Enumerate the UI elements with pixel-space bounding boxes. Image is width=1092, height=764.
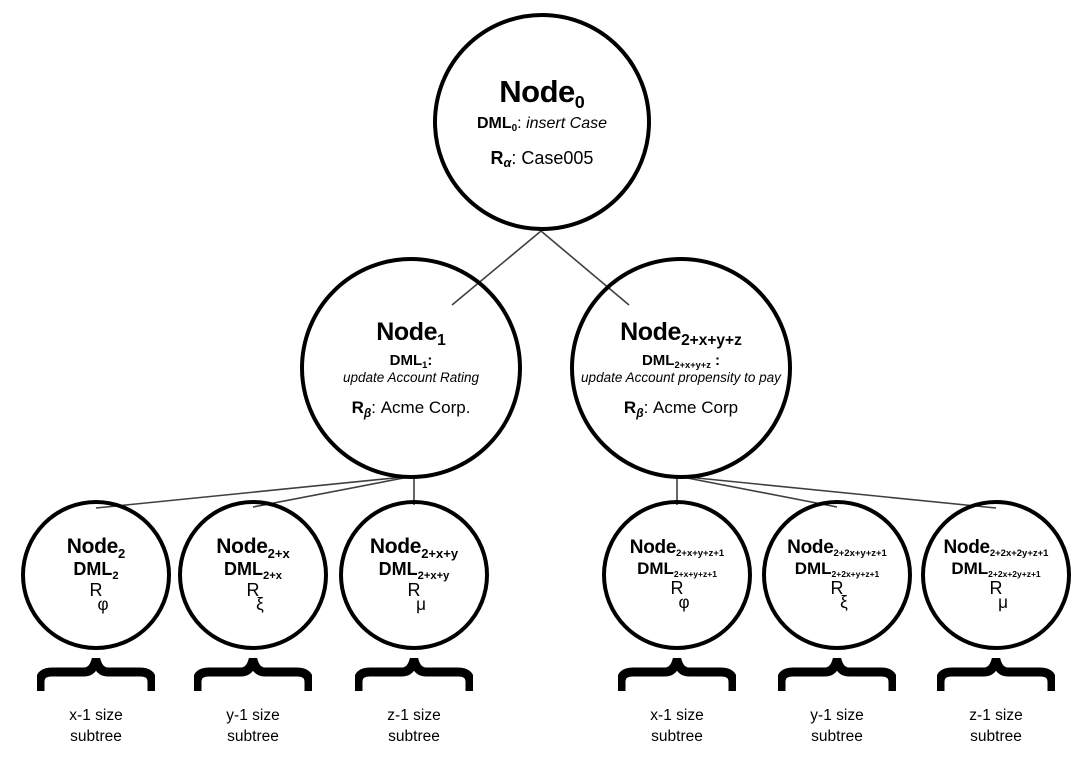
node-leaf-3-dml: DML2+x+y (378, 559, 450, 582)
subtree-caption-4-line2: subtree (651, 728, 703, 746)
node-mid-left[interactable]: Node1 DML1: update Account Rating Rβ: Ac… (300, 257, 522, 479)
node-mid-left-dml: DML1: (389, 352, 433, 371)
subtree-brace-4 (618, 658, 736, 691)
node-mid-right-record: Rβ: Acme Corp (623, 398, 739, 420)
edge-node1-to-leaf2 (252, 475, 415, 508)
subtree-caption-6: z-1 size subtree (921, 705, 1071, 748)
subtree-brace-5 (778, 658, 896, 691)
node-leaf-5-title: Node2+2x+y+z+1 (787, 536, 887, 559)
node-root-record: Rα: Case005 (490, 147, 594, 171)
subtree-caption-1-line1: x-1 size (69, 707, 123, 724)
node-leaf-1-title: Node2 (66, 535, 126, 561)
node-mid-left-title: Node1 (376, 317, 446, 350)
subtree-caption-1: x-1 size subtree (21, 705, 171, 748)
subtree-caption-4: x-1 size subtree (602, 705, 752, 748)
node-root[interactable]: Node0 DML0: insert Case Rα: Case005 (433, 13, 651, 231)
node-leaf-3-title: Node2+x+y (369, 535, 459, 561)
edge-node2-to-leaf5 (676, 475, 838, 508)
subtree-caption-1-line2: subtree (70, 728, 122, 746)
node-mid-right-dml-value: update Account propensity to pay (581, 369, 781, 385)
subtree-brace-1 (37, 658, 155, 691)
subtree-caption-3: z-1 size subtree (339, 705, 489, 748)
subtree-brace-2 (194, 658, 312, 691)
node-leaf-2-dml: DML2+x (224, 559, 282, 582)
node-mid-left-record: Rβ: Acme Corp. (351, 398, 471, 420)
node-root-title: Node0 (499, 74, 585, 113)
subtree-caption-6-line1: z-1 size (969, 707, 1023, 724)
subtree-brace-3 (355, 658, 473, 691)
subtree-caption-3-line2: subtree (388, 728, 440, 746)
subtree-caption-3-line1: z-1 size (387, 707, 441, 724)
node-mid-left-dml-value: update Account Rating (342, 369, 480, 385)
subtree-caption-5: y-1 size subtree (762, 705, 912, 748)
subtree-caption-2: y-1 size subtree (178, 705, 328, 748)
node-leaf-5-dml: DML2+2x+y+z+1 (794, 558, 880, 579)
subtree-caption-5-line2: subtree (811, 728, 863, 746)
node-mid-right-dml: DML2+x+y+z : (641, 352, 721, 371)
node-leaf-4-title: Node2+x+y+z+1 (629, 536, 725, 559)
node-leaf-6-title: Node2+2x+2y+z+1 (943, 536, 1049, 559)
subtree-caption-6-line2: subtree (970, 728, 1022, 746)
subtree-brace-6 (937, 658, 1055, 691)
node-leaf-2-title: Node2+x (216, 535, 290, 561)
node-mid-right-title: Node2+x+y+z (620, 317, 742, 350)
node-mid-right[interactable]: Node2+x+y+z DML2+x+y+z : update Account … (570, 257, 792, 479)
subtree-caption-5-line1: y-1 size (810, 707, 864, 724)
node-leaf-6-dml: DML2+2x+2y+z+1 (951, 558, 1041, 579)
node-leaf-4-dml: DML2+x+y+z+1 (637, 558, 717, 579)
node-leaf-1-dml: DML2 (73, 559, 119, 582)
subtree-caption-2-line1: y-1 size (226, 707, 280, 724)
subtree-caption-2-line2: subtree (227, 728, 279, 746)
subtree-caption-4-line1: x-1 size (650, 707, 704, 724)
node-root-dml: DML0: insert Case (477, 114, 607, 135)
